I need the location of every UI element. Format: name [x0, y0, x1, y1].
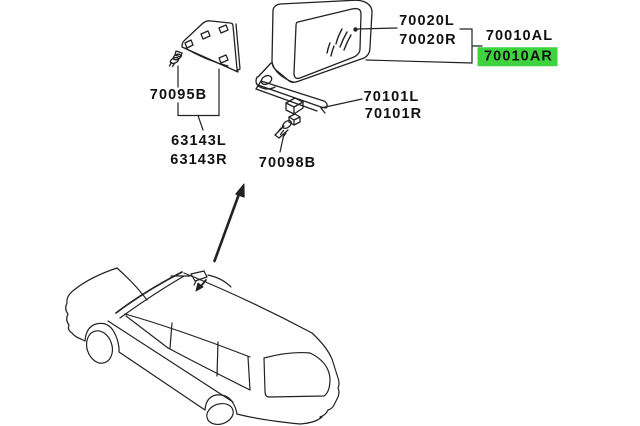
- corner-cover-clips: [184, 24, 229, 64]
- mounting-bolt-drawing: [274, 113, 301, 139]
- mirror-glass-outline: [293, 7, 362, 80]
- part-label-70010AR-highlighted[interactable]: 70010AR: [477, 46, 558, 67]
- car-windshield-edge: [116, 267, 148, 301]
- leader-70010-long: [365, 59, 473, 64]
- car-window-top: [124, 313, 251, 358]
- part-label-70095B[interactable]: 70095B: [149, 86, 208, 103]
- glass-callout-dot: [353, 27, 358, 32]
- car-quarter-window: [263, 351, 331, 398]
- car-rear-arch: [204, 394, 238, 415]
- corner-cover-inner-curve: [184, 47, 229, 67]
- part-label-70020L[interactable]: 70020L: [399, 12, 455, 29]
- car-window-divider1: [169, 322, 173, 349]
- car-rear-face: [311, 332, 340, 418]
- pointer-arrow: [213, 183, 245, 263]
- corner-cover-edge: [235, 23, 241, 72]
- bracket-70010: [459, 28, 483, 64]
- part-label-70101R[interactable]: 70101R: [364, 105, 423, 122]
- car-sill: [118, 351, 206, 411]
- car-beltline: [107, 320, 234, 403]
- cover-screw-drawing: [168, 50, 183, 68]
- glass-reflection-marks: [326, 28, 352, 57]
- part-label-70101L[interactable]: 70101L: [363, 88, 420, 105]
- car-window-front-edge: [125, 315, 169, 349]
- car-a-pillar-inner: [119, 275, 185, 319]
- car-window-divider3: [247, 356, 251, 391]
- leader-63143-stub: [197, 114, 204, 131]
- corner-cover-drawing: [168, 20, 241, 73]
- car-hood: [65, 267, 118, 342]
- car-mirror-detail: [170, 270, 232, 292]
- part-label-63143R[interactable]: 63143R: [170, 151, 228, 168]
- car-window-bottom: [167, 347, 251, 391]
- part-label-70098B[interactable]: 70098B: [258, 154, 317, 171]
- car-bottom-rear: [236, 413, 323, 425]
- part-label-70020R[interactable]: 70020R: [399, 31, 457, 48]
- mirror-gasket-drawing: [285, 97, 304, 115]
- mirror-housing-rim: [271, 61, 294, 83]
- corner-cover-outline: [181, 20, 239, 73]
- leader-70098: [279, 133, 285, 153]
- car-front-wheel: [85, 330, 114, 364]
- leader-lines: [177, 27, 483, 153]
- car-drawing: [65, 267, 340, 425]
- leader-70101: [320, 98, 363, 109]
- part-label-70010AL[interactable]: 70010AL: [485, 27, 554, 44]
- car-rear-wheel: [206, 403, 234, 425]
- mirror-stay-drawing: [255, 80, 328, 114]
- car-a-pillar: [115, 271, 183, 314]
- part-label-63143L[interactable]: 63143L: [171, 132, 227, 149]
- car-window-divider2: [216, 341, 219, 377]
- car-front-arch: [84, 322, 120, 353]
- mirror-assembly-drawing: [255, 0, 373, 139]
- car-roofline: [183, 272, 313, 334]
- leader-70020: [357, 27, 398, 30]
